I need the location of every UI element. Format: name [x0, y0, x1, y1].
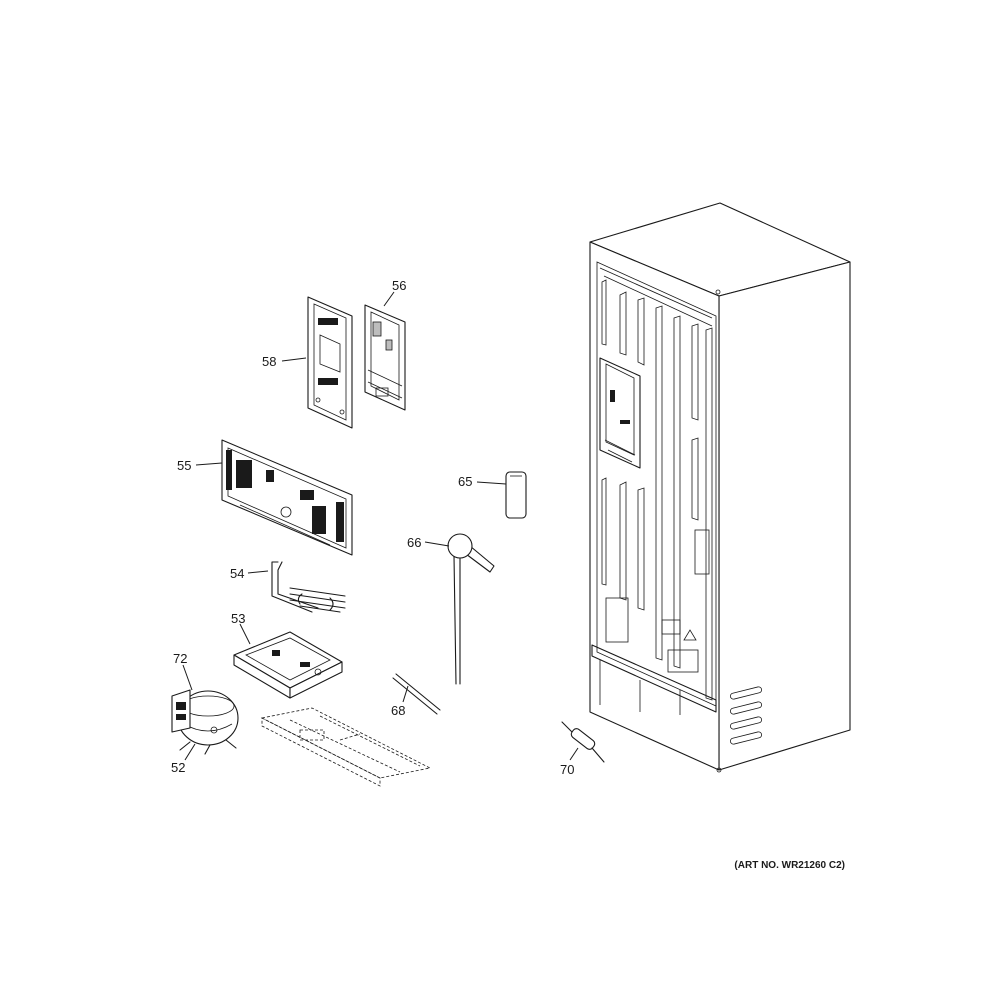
- callout-54: 54: [230, 566, 244, 581]
- vent-slots: [226, 450, 344, 542]
- callout-56: 56: [392, 278, 406, 293]
- callout-66: 66: [407, 535, 421, 550]
- side-vents: [729, 686, 763, 745]
- part-52-compressor: [171, 689, 239, 755]
- callout-58: 58: [262, 354, 276, 369]
- callout-68: 68: [391, 703, 405, 718]
- refrigerator-cabinet: [589, 202, 851, 773]
- part-53-tray: [233, 631, 343, 699]
- part-66-component: [447, 533, 495, 685]
- callout-72: 72: [173, 651, 187, 666]
- part-68-tube: [392, 673, 441, 715]
- part-70-drier: [561, 721, 605, 763]
- part-54-heater: [271, 561, 346, 613]
- callout-65: 65: [458, 474, 472, 489]
- part-58-cover: [307, 296, 353, 429]
- callout-52: 52: [171, 760, 185, 775]
- part-56-bracket: [364, 304, 406, 411]
- back-panel-channels: [601, 279, 713, 701]
- leader-lines: [182, 291, 579, 761]
- callout-labels: 58 56 55 54 53 72 52 65 66 68 70: [171, 278, 574, 777]
- rear-control-box: [599, 357, 641, 469]
- machine-deck: [260, 707, 432, 787]
- callout-70: 70: [560, 762, 574, 777]
- callout-55: 55: [177, 458, 191, 473]
- art-number: (ART NO. WR21260 C2): [734, 860, 845, 871]
- callout-53: 53: [231, 611, 245, 626]
- part-65-component: [505, 471, 527, 519]
- part-55-panel: [221, 439, 353, 556]
